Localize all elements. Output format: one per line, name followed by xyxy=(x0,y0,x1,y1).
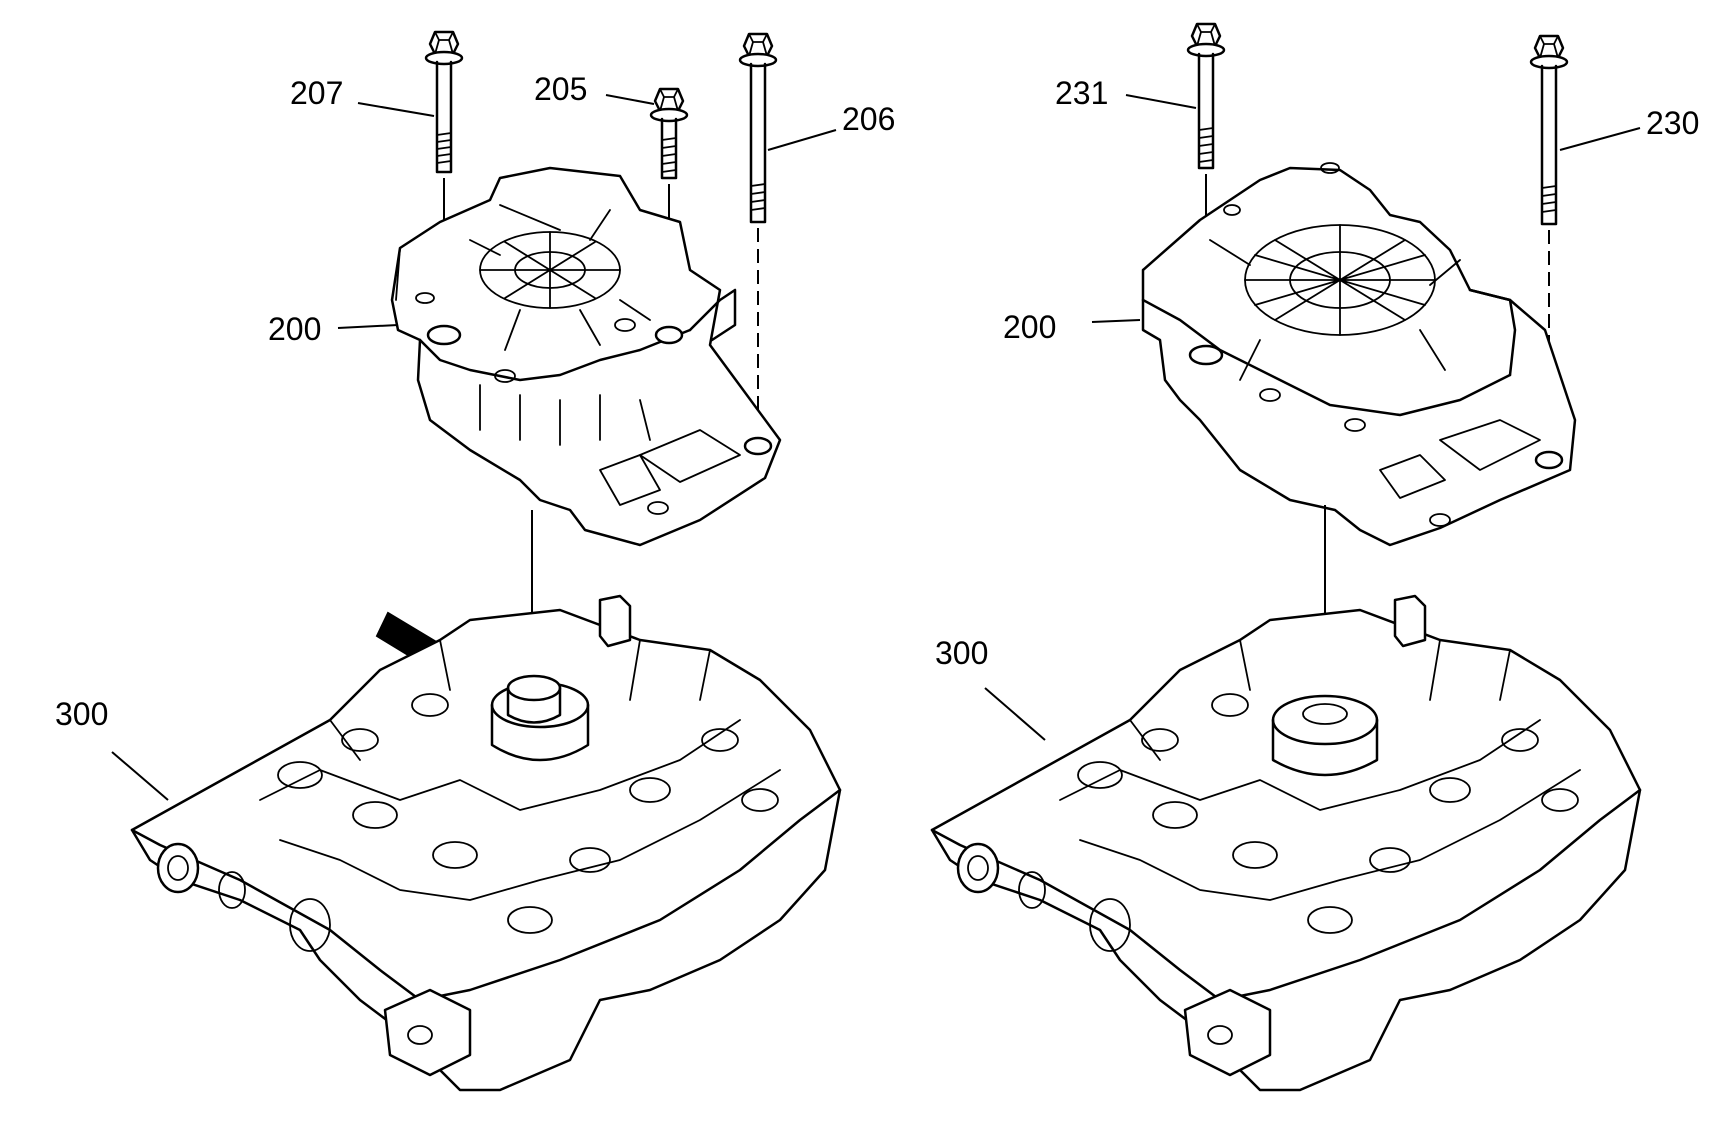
bolt-head-icon xyxy=(649,87,689,123)
cover-200-right xyxy=(1091,162,1577,547)
callout-207: 207 xyxy=(290,75,343,111)
callout-200-left: 200 xyxy=(268,311,321,347)
callout-300-right: 300 xyxy=(935,635,988,671)
boss-231 xyxy=(1188,344,1224,366)
leader-207 xyxy=(357,102,435,117)
cover-200 xyxy=(337,166,782,547)
leader-300-left xyxy=(111,751,169,801)
boss-207 xyxy=(426,324,462,346)
left-assembly: 207 205 206 200 300 xyxy=(55,30,895,1092)
bolt-206 xyxy=(738,32,837,440)
bolt-head-icon xyxy=(424,30,464,66)
valve-bores-right xyxy=(1077,693,1579,934)
callout-230: 230 xyxy=(1646,105,1699,141)
boss-230 xyxy=(1534,450,1564,470)
leader-231 xyxy=(1125,94,1197,109)
end-plug-right xyxy=(956,842,1000,894)
leader-205 xyxy=(605,94,655,105)
leader-300-right xyxy=(984,687,1046,741)
connector-block-right xyxy=(1183,988,1272,1077)
callout-300-left: 300 xyxy=(55,696,108,732)
callout-231: 231 xyxy=(1055,75,1108,111)
boss-206 xyxy=(743,436,773,456)
connector-block xyxy=(383,988,472,1077)
callout-205: 205 xyxy=(534,71,587,107)
leader-200-right xyxy=(1091,319,1141,323)
boss-205 xyxy=(654,325,684,345)
leader-206 xyxy=(767,129,837,151)
leader-200-left xyxy=(337,324,399,329)
callout-200-right: 200 xyxy=(1003,309,1056,345)
valve-body-300-right xyxy=(930,594,1642,1092)
right-assembly: 231 230 200 300 xyxy=(930,22,1699,1092)
end-plug xyxy=(156,842,200,894)
callout-206: 206 xyxy=(842,101,895,137)
bolt-head-icon xyxy=(738,32,778,68)
leader-230 xyxy=(1559,127,1641,151)
valve-bores xyxy=(277,693,779,934)
bolt-head-icon xyxy=(1529,34,1569,70)
bolt-head-icon xyxy=(1186,22,1226,58)
valve-body-300 xyxy=(111,594,842,1092)
